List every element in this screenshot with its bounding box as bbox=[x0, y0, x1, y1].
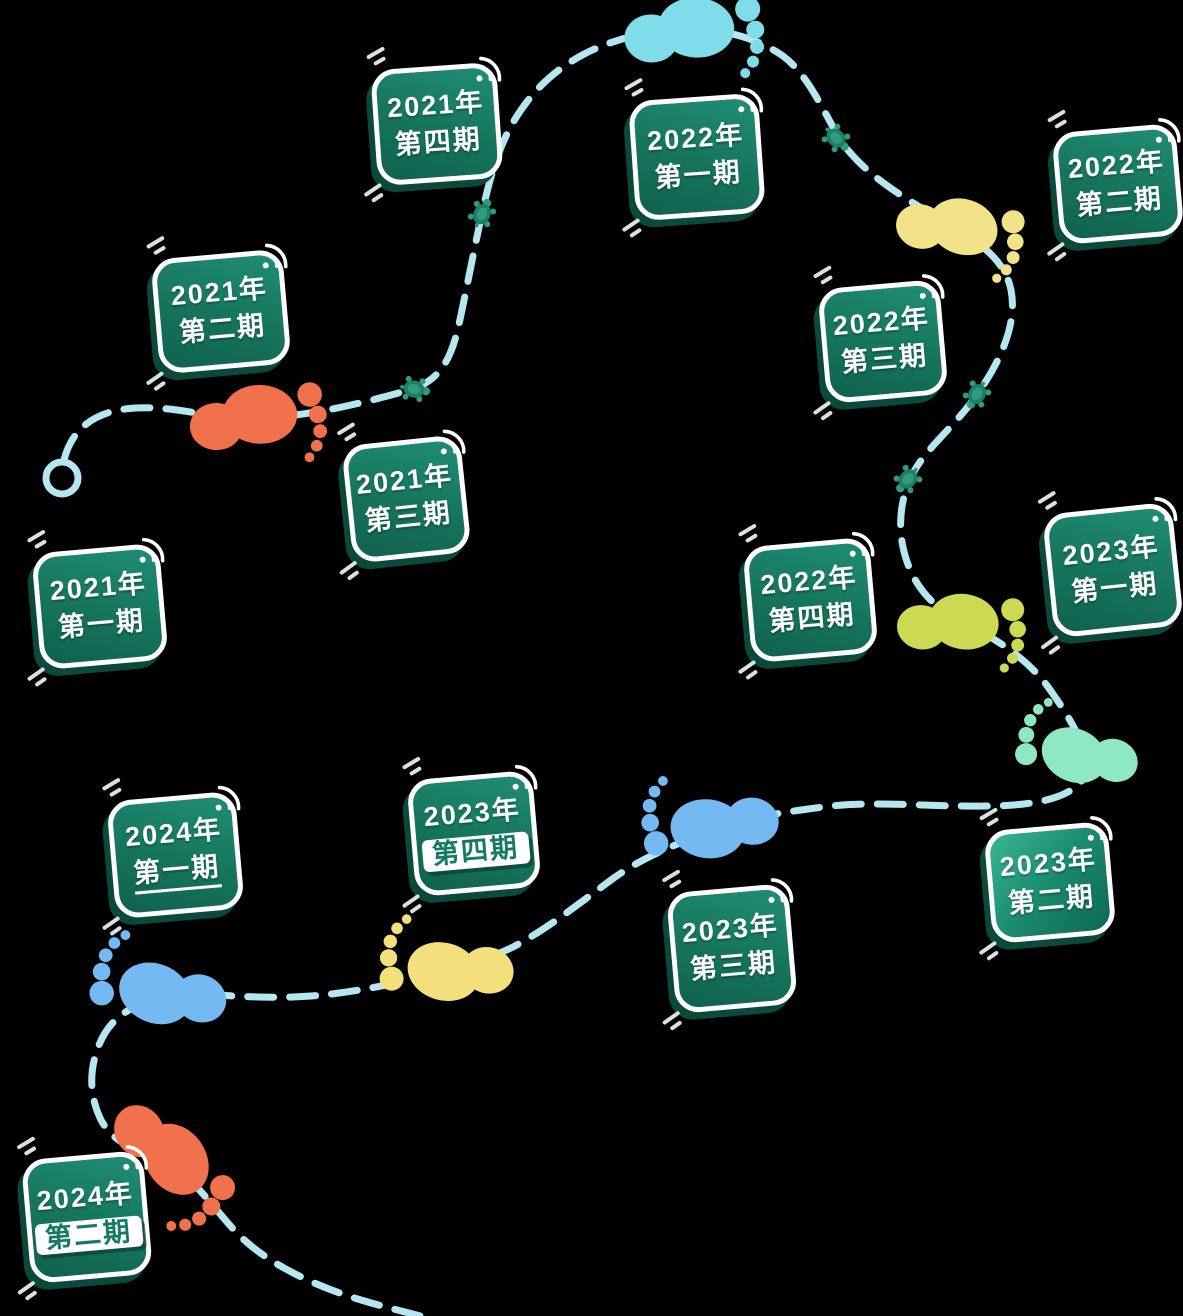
badge-year: 2024年 bbox=[123, 814, 224, 853]
badge-2021-2[interactable]: 2021年 第二期 bbox=[145, 235, 292, 392]
start-marker bbox=[42, 458, 82, 498]
badge-year: 2022年 bbox=[646, 119, 746, 157]
badge-year: 2023年 bbox=[422, 794, 522, 833]
badge-2022-4[interactable]: 2022年 第四期 bbox=[737, 523, 879, 681]
badge-issue: 第三期 bbox=[688, 947, 779, 985]
badge-issue: 第一期 bbox=[653, 156, 743, 193]
badge-2022-1[interactable]: 2022年 第一期 bbox=[621, 77, 767, 239]
badge-year: 2021年 bbox=[48, 568, 148, 607]
badge-year: 2021年 bbox=[354, 459, 455, 500]
badge-2024-2[interactable]: 2024年 第二期 bbox=[16, 1136, 154, 1301]
badge-2022-3[interactable]: 2022年 第三期 bbox=[812, 265, 949, 421]
badge-year: 2022年 bbox=[759, 561, 859, 601]
badge-year: 2023年 bbox=[1061, 530, 1161, 571]
badge-year: 2021年 bbox=[386, 86, 486, 124]
footprint-olive-right bbox=[892, 579, 1032, 676]
badge-2023-4[interactable]: 2023年 第四期 bbox=[401, 756, 542, 915]
badge-2022-2[interactable]: 2022年 第二期 bbox=[1046, 109, 1183, 262]
footprint-mint-right bbox=[1006, 692, 1149, 810]
badge-issue: 第一期 bbox=[56, 605, 147, 643]
badge-year: 2021年 bbox=[169, 273, 269, 312]
badge-year: 2023年 bbox=[680, 910, 780, 949]
badge-issue: 第四期 bbox=[393, 123, 483, 160]
badge-issue: 第四期 bbox=[420, 831, 531, 873]
badge-issue: 第一期 bbox=[1069, 567, 1160, 607]
badge-2021-4[interactable]: 2021年 第四期 bbox=[363, 46, 504, 203]
badge-2023-2[interactable]: 2023年 第二期 bbox=[978, 807, 1117, 961]
badge-2023-3[interactable]: 2023年 第三期 bbox=[661, 869, 799, 1031]
badge-issue: 第二期 bbox=[177, 310, 268, 348]
footprint-orange-left bbox=[188, 378, 329, 463]
badge-year: 2022年 bbox=[831, 303, 931, 342]
badge-2021-1[interactable]: 2021年 第一期 bbox=[26, 529, 169, 688]
badge-issue: 第四期 bbox=[767, 598, 857, 637]
footprint-blue-middle bbox=[636, 773, 784, 872]
badge-issue: 第二期 bbox=[1006, 881, 1097, 919]
badge-year: 2024年 bbox=[35, 1177, 135, 1217]
badge-issue: 第二期 bbox=[33, 1214, 144, 1256]
badge-issue: 第二期 bbox=[1074, 182, 1165, 221]
badge-year: 2022年 bbox=[1066, 145, 1166, 185]
badge-year: 2023年 bbox=[998, 844, 1098, 883]
badge-2024-1[interactable]: 2024年 第一期 bbox=[101, 777, 245, 937]
footprint-yellow-right bbox=[887, 176, 1034, 288]
badge-issue: 第三期 bbox=[363, 496, 454, 536]
badge-issue: 第三期 bbox=[839, 340, 930, 378]
badge-issue: 第一期 bbox=[132, 851, 222, 895]
footprint-yellow-center bbox=[370, 909, 522, 1023]
badge-2021-3[interactable]: 2021年 第三期 bbox=[336, 421, 472, 581]
badge-2023-1[interactable]: 2023年 第一期 bbox=[1037, 490, 1183, 656]
